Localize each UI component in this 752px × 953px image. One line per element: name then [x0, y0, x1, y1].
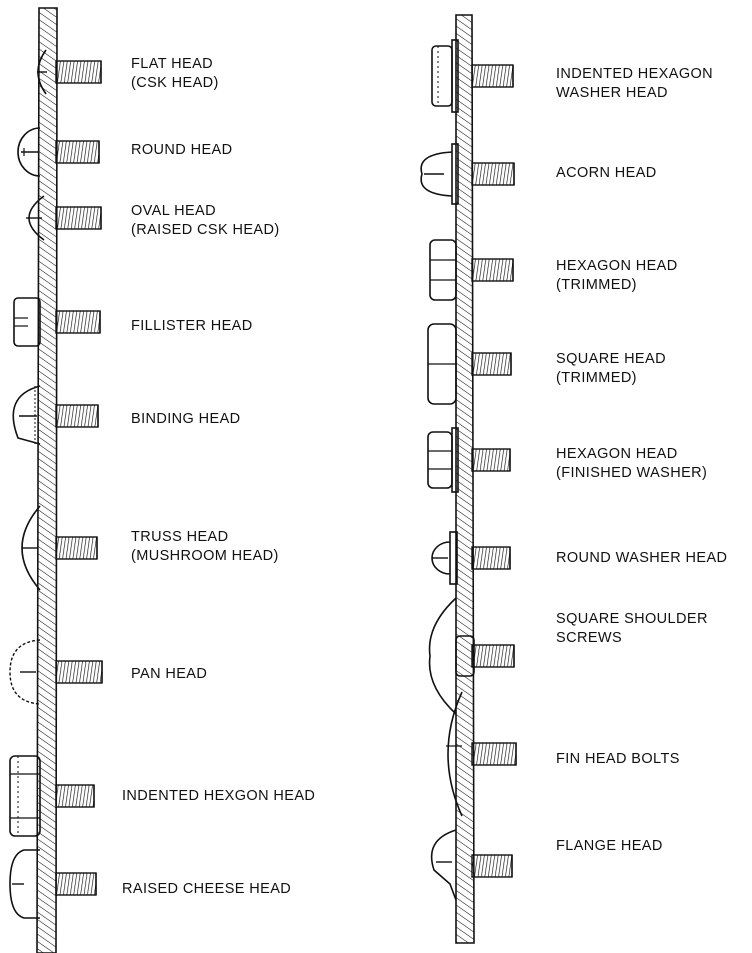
binding-screw-drawing: [12, 385, 99, 445]
label-square-head-trimmed: SQUARE HEAD(TRIMMED): [556, 351, 666, 386]
label-round-washer-head: ROUND WASHER HEAD: [556, 550, 728, 566]
square-trimmed-screw-drawing: [427, 323, 512, 405]
label-pan-head: PAN HEAD: [131, 666, 208, 682]
label-indented-hexgon-head: INDENTED HEXGON HEAD: [122, 788, 316, 804]
label-flange-head: FLANGE HEAD: [556, 838, 663, 854]
raised-cheese-screw-drawing: [9, 849, 97, 919]
label-round-head: ROUND HEAD: [131, 142, 233, 158]
label-raised-cheese-head: RAISED CHEESE HEAD: [122, 881, 292, 897]
label-oval-head: OVAL HEAD(RAISED CSK HEAD): [131, 203, 280, 238]
label-flat-head: FLAT HEAD(CSK HEAD): [131, 56, 219, 91]
label-fillister-head: FILLISTER HEAD: [131, 318, 253, 334]
right-plate: [455, 14, 475, 944]
fin-head-screw-drawing: [446, 691, 517, 817]
round-washer-screw-drawing: [431, 531, 511, 585]
left-plate: [36, 7, 58, 953]
indented-hexagon-washer-screw-drawing: [431, 39, 514, 113]
flat-screw-drawing: [37, 49, 102, 95]
pan-screw-drawing: [9, 639, 103, 705]
truss-screw-drawing: [21, 505, 98, 591]
indented-hexgon-screw-drawing: [9, 755, 95, 837]
label-hexagon-head-finished-washer: HEXAGON HEAD(FINISHED WASHER): [556, 446, 708, 481]
square-shoulder-screw-drawing: [428, 597, 515, 715]
label-acorn-head: ACORN HEAD: [556, 165, 657, 181]
acorn-screw-drawing: [420, 143, 515, 205]
label-fin-head-bolts: FIN HEAD BOLTS: [556, 751, 680, 767]
oval-screw-drawing: [26, 195, 102, 241]
label-truss-head: TRUSS HEAD(MUSHROOM HEAD): [131, 529, 279, 564]
label-hexagon-head-trimmed: HEXAGON HEAD(TRIMMED): [556, 258, 678, 293]
label-binding-head: BINDING HEAD: [131, 411, 241, 427]
hexagon-trimmed-screw-drawing: [429, 239, 514, 301]
flange-screw-drawing: [430, 829, 513, 901]
fillister-screw-drawing: [13, 297, 101, 347]
round-screw-drawing: [17, 127, 100, 177]
hexagon-finished-washer-screw-drawing: [427, 427, 511, 493]
